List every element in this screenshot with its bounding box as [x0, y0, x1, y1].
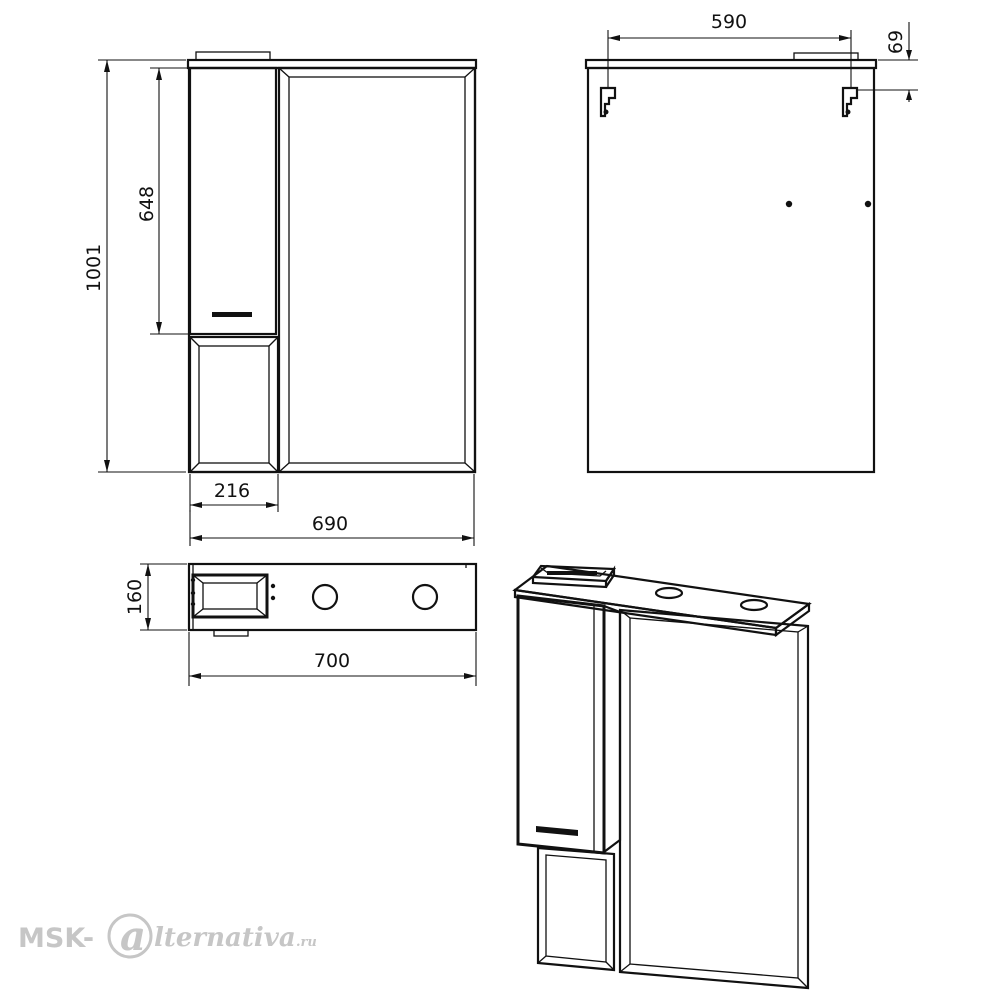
dimension-label-590: 590: [711, 11, 747, 33]
iso-mirror-glass: [629, 617, 799, 979]
iso-cabinet-side: [602, 604, 622, 855]
dimension-cabinet-height: 648: [136, 67, 188, 335]
dimension-mount-spacing: 590: [607, 11, 852, 88]
top-view-handle: [213, 629, 249, 637]
dimension-label-216: 216: [214, 480, 250, 502]
watermark-prefix: MSK-: [18, 923, 94, 954]
dimension-label-700: 700: [314, 650, 350, 672]
back-mount-dot: [864, 200, 872, 208]
back-mount-dot: [785, 200, 793, 208]
iso-door-handle: [536, 826, 578, 836]
isometric-view: [512, 564, 812, 990]
dimension-cabinet-width: 216: [189, 474, 279, 512]
iso-cabinet-door: [516, 594, 606, 855]
front-top-shelf: [186, 58, 478, 70]
watermark: MSK- a lternativa .ru: [18, 913, 317, 960]
front-open-niche-inner: [198, 345, 270, 464]
dimension-total-height: 1001: [83, 59, 186, 473]
top-view-lamp: [191, 573, 269, 619]
front-cabinet-door: [188, 66, 278, 336]
iso-hole: [654, 586, 684, 600]
svg-text:a: a: [120, 913, 146, 960]
top-view-hole: [311, 583, 339, 611]
front-door-handle: [212, 312, 252, 317]
front-open-niche: [188, 335, 280, 474]
left-mount-bracket: [599, 86, 617, 118]
dimension-mount-offset: 69: [857, 22, 918, 102]
top-view-hole: [411, 583, 439, 611]
top-view: [187, 562, 478, 637]
iso-hole: [739, 598, 769, 612]
watermark-suffix: lternativa: [154, 923, 296, 953]
iso-open-niche: [536, 846, 616, 972]
dimension-label-160: 160: [124, 579, 146, 615]
front-top-lamp: [195, 51, 271, 61]
back-top-shelf: [584, 58, 878, 70]
right-mount-bracket: [841, 86, 859, 118]
back-view: [584, 52, 878, 474]
iso-mirror-frame: [618, 608, 810, 990]
front-cabinet-body: [187, 66, 477, 474]
front-mirror-frame: [277, 66, 477, 474]
dimension-top-depth: 160: [124, 563, 187, 631]
dimension-label-1001: 1001: [83, 244, 105, 292]
dimension-front-width: 690: [189, 474, 475, 546]
back-panel: [586, 66, 876, 474]
watermark-a-logo: a: [107, 913, 153, 960]
front-mirror-glass: [288, 76, 466, 464]
watermark-domain: .ru: [296, 935, 317, 950]
dimension-label-690: 690: [312, 513, 348, 535]
dimension-label-69: 69: [885, 30, 907, 54]
front-view: [186, 51, 478, 474]
dimension-label-648: 648: [136, 186, 158, 222]
dimension-top-width: 700: [188, 632, 477, 686]
